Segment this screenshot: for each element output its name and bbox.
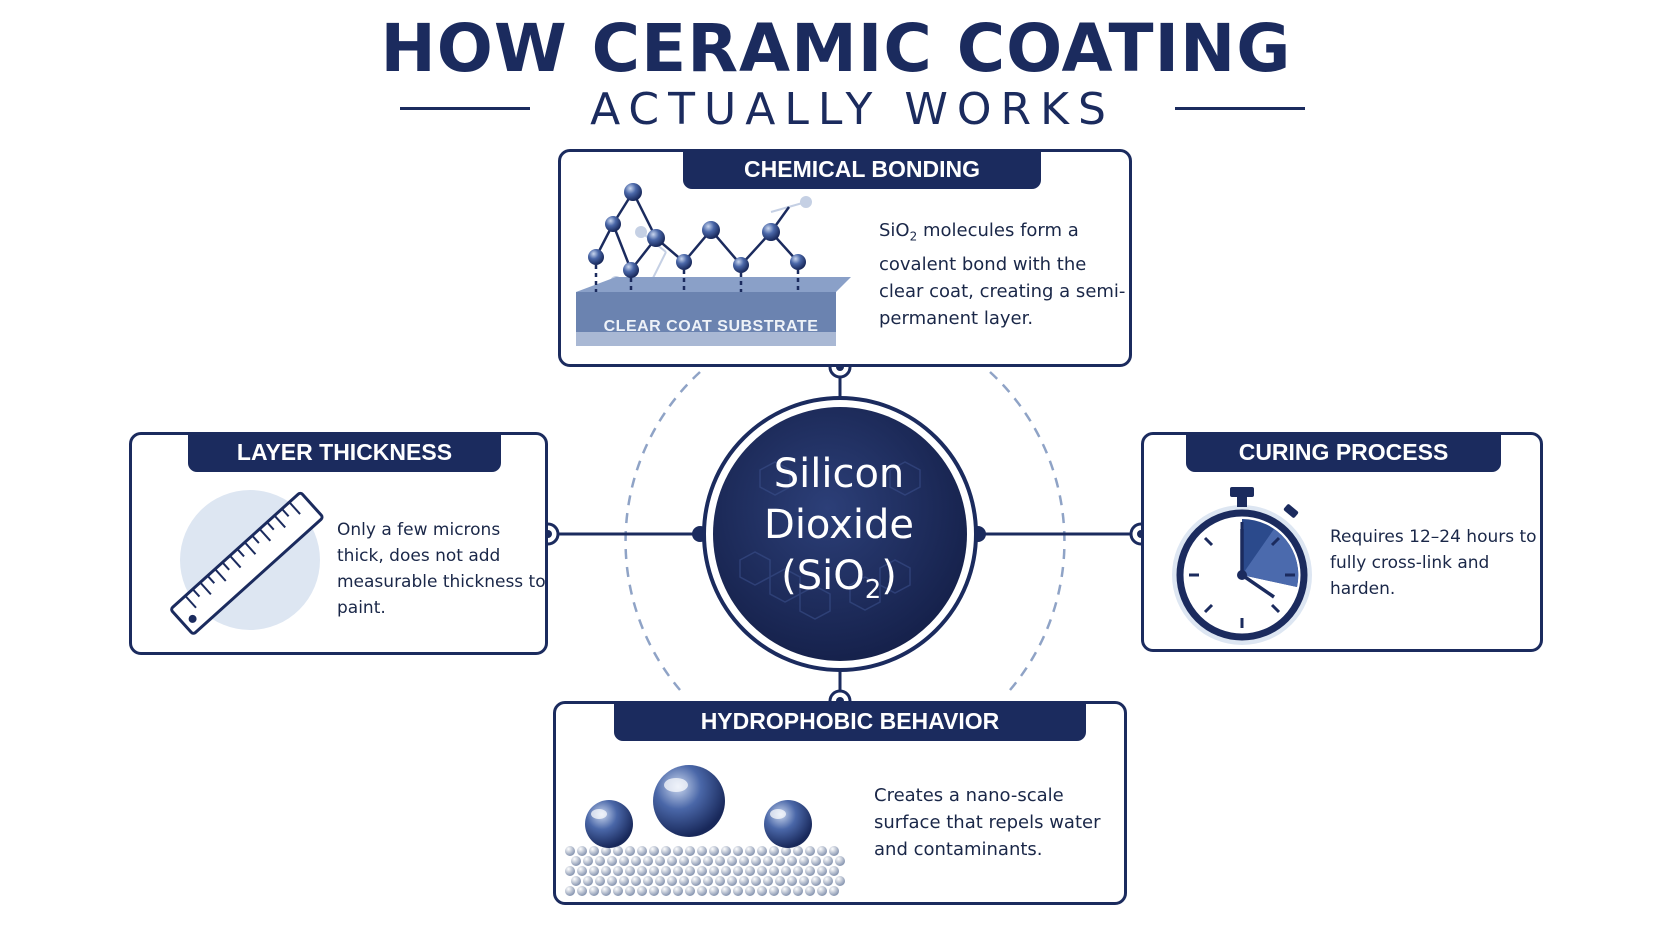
droplet-small-right — [764, 800, 812, 848]
stopwatch-icon — [1172, 487, 1312, 645]
subtitle-rule-left — [400, 107, 530, 110]
hub-label: Silicon Dioxide (SiO2) — [712, 449, 966, 616]
subtitle-rule-right — [1175, 107, 1305, 110]
card-text-layer-thickness: Only a few microns thick, does not add m… — [337, 520, 546, 618]
card-text-curing-process: Requires 12–24 hours to fully cross-link… — [1330, 527, 1537, 599]
card-text-chemical-bonding: SiO2 molecules form a covalent bond with… — [879, 220, 1126, 329]
hub-hex-pattern — [739, 461, 921, 620]
droplet-large — [653, 765, 725, 837]
subtitle-row: ACTUALLY WORKS — [400, 84, 1305, 140]
card-text-hydrophobic-behavior: Creates a nano-scale surface that repels… — [874, 785, 1101, 860]
main-title: HOW CERAMIC COATING — [380, 10, 1292, 87]
orbit-arc-left — [624, 371, 701, 691]
card-chemical-bonding: CHEMICAL BONDING — [558, 149, 1132, 367]
card-header-hydrophobic-behavior: HYDROPHOBIC BEHAVIOR — [614, 701, 1086, 741]
card-layer-thickness: LAYER THICKNESS Only a few microns thick… — [129, 432, 548, 655]
hub-label-line2: Dioxide — [764, 502, 914, 548]
card-header-layer-thickness: LAYER THICKNESS — [188, 432, 501, 472]
substrate-label: CLEAR COAT SUBSTRATE — [603, 318, 819, 335]
subtitle: ACTUALLY WORKS — [590, 84, 1115, 135]
card-header-curing-process: CURING PROCESS — [1186, 432, 1501, 472]
ruler-icon — [170, 490, 324, 635]
orbit-arc-right — [989, 371, 1066, 691]
card-hydrophobic-behavior: HYDROPHOBIC BEHAVIOR Creates a nano-scal… — [553, 701, 1127, 905]
droplet-small-left — [585, 800, 633, 848]
card-header-chemical-bonding: CHEMICAL BONDING — [683, 149, 1041, 189]
hub-label-formula: (SiO2) — [781, 553, 897, 605]
water-droplets-illustration — [565, 765, 845, 896]
molecule-bond-illustration — [576, 183, 851, 346]
hub-label-line1: Silicon — [773, 451, 905, 497]
card-curing-process: CURING PROCESS Requires 12–24 hours to f… — [1141, 432, 1543, 652]
